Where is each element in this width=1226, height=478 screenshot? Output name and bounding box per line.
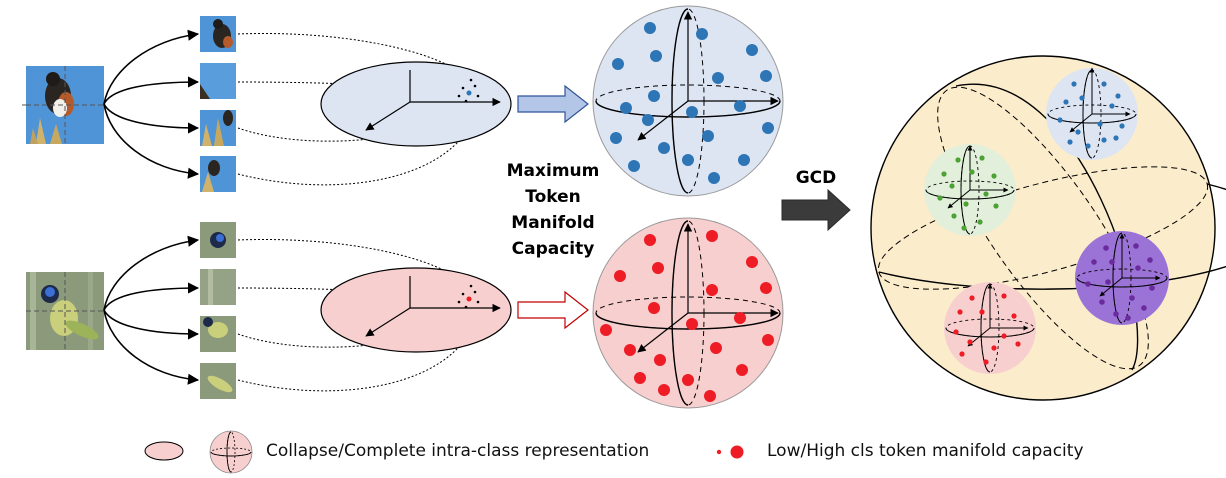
red-class-sphere — [944, 282, 1036, 374]
bird-photo-green-jay — [26, 272, 104, 350]
legend-capacity-text: Low/High cls token manifold capacity — [767, 441, 1084, 461]
gcd-label: GCD — [795, 168, 837, 188]
crop-thumbnail — [200, 110, 236, 146]
crop-thumbnail — [200, 363, 236, 399]
crop-arrow-2 — [103, 76, 200, 105]
collapsed-representation-ellipse-red — [320, 267, 512, 353]
red-capacity-sphere — [592, 217, 784, 409]
legend — [144, 430, 744, 474]
blue-capacity-sphere — [592, 5, 784, 197]
crop-thumbnail — [200, 16, 236, 52]
red-block-arrow — [517, 290, 589, 330]
gcd-block-arrow — [781, 188, 851, 232]
crop-thumbnail — [200, 63, 236, 99]
center-label-line-2: Token — [525, 187, 581, 207]
purple-class-sphere — [1075, 231, 1169, 325]
bird-photo-blue-sky — [22, 66, 104, 144]
crop-thumbnail — [200, 269, 236, 305]
center-label-line-1: Maximum — [506, 161, 600, 181]
center-label-line-4: Capacity — [511, 239, 595, 259]
legend-capacity-dots-icon — [716, 445, 744, 459]
maximum-token-manifold-capacity-label: Maximum Token Manifold Capacity — [488, 158, 618, 262]
legend-representation-text: Collapse/Complete intra-class representa… — [266, 441, 650, 461]
top-row — [22, 5, 784, 197]
legend-collapse-ellipse-icon — [144, 441, 184, 461]
crop-arrow-1 — [103, 29, 200, 105]
bottom-row — [26, 217, 784, 409]
crop-arrow-4 — [103, 103, 200, 179]
blue-block-arrow — [517, 84, 589, 124]
blue-class-sphere — [1046, 67, 1138, 160]
crop-thumbnail — [200, 316, 236, 352]
collapsed-token-cluster-red — [457, 284, 480, 309]
collapsed-token-cluster — [457, 78, 480, 103]
gcd-global-sphere — [870, 55, 1226, 401]
legend-complete-sphere-icon — [209, 430, 253, 474]
green-class-sphere — [924, 144, 1016, 236]
collapsed-representation-ellipse — [320, 61, 512, 147]
crop-thumbnail — [200, 222, 236, 258]
crop-arrow-3 — [103, 103, 200, 134]
center-label-line-3: Manifold — [511, 213, 595, 233]
crop-thumbnail — [200, 156, 236, 192]
